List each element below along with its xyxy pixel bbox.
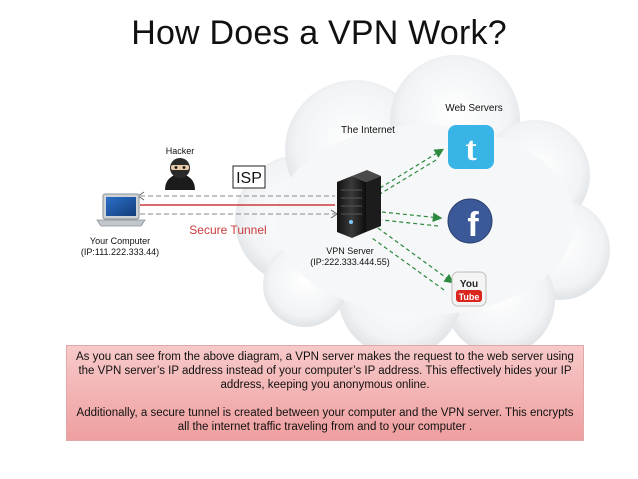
- secure-tunnel-label: Secure Tunnel: [189, 223, 266, 237]
- server-web-arrows: [371, 148, 454, 291]
- internet-label: The Internet: [341, 125, 395, 136]
- vpn-server-label: VPN Server: [326, 246, 374, 256]
- server-icon: [337, 170, 381, 238]
- web-servers-label: Web Servers: [445, 103, 503, 114]
- explanation-box: As you can see from the above diagram, a…: [66, 345, 584, 441]
- explanation-paragraph-1: As you can see from the above diagram, a…: [76, 351, 574, 391]
- facebook-letter: f: [467, 206, 479, 244]
- secure-tunnel: [137, 191, 338, 219]
- isp-label: ISP: [236, 170, 262, 187]
- internet-cloud: [235, 55, 610, 357]
- svg-text:t: t: [465, 131, 477, 168]
- your-computer-ip: (IP:111.222.333.44): [81, 247, 159, 257]
- explanation-paragraph-2: Additionally, a secure tunnel is created…: [76, 407, 574, 433]
- twitter-logo-icon: t: [448, 125, 494, 169]
- hacker-icon: [165, 158, 195, 190]
- your-computer-label: Your Computer: [90, 236, 150, 246]
- hacker-label: Hacker: [166, 146, 195, 156]
- laptop-icon: [96, 193, 146, 227]
- page-title: How Does a VPN Work?: [131, 14, 507, 52]
- facebook-logo-icon: f: [447, 198, 493, 244]
- isp-box: ISP: [232, 165, 266, 189]
- youtube-logo-icon: You Tube: [451, 271, 487, 307]
- vpn-server-ip: (IP:222.333.444.55): [310, 257, 390, 267]
- youtube-tube: Tube: [459, 292, 480, 302]
- youtube-you: You: [460, 279, 478, 290]
